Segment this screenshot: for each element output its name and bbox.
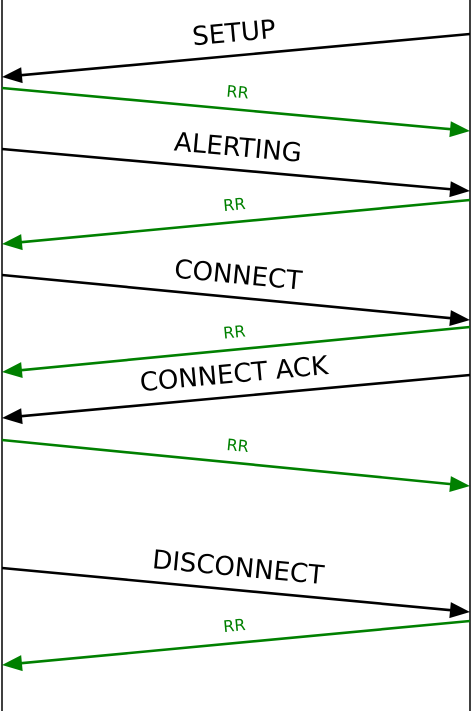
message-rr-3: RR: [2, 322, 471, 379]
message-arrow-line: [19, 32, 471, 77]
message-label: CONNECT: [173, 255, 303, 297]
arrowhead-icon: [2, 408, 23, 425]
message-arrow-line: [1, 147, 453, 191]
arrowhead-icon: [2, 362, 23, 379]
arrowhead-icon: [2, 655, 23, 672]
message-arrow-line: [1, 438, 453, 486]
message-rr-2: RR: [2, 194, 471, 251]
arrowhead-icon: [449, 602, 470, 619]
message-arrow-line: [19, 619, 471, 665]
message-label: RR: [222, 322, 246, 343]
arrowhead-icon: [2, 234, 23, 251]
arrowhead-icon: [449, 181, 470, 198]
arrowhead-icon: [449, 310, 470, 327]
message-label: RR: [222, 615, 246, 636]
message-setup: SETUP: [2, 15, 471, 84]
message-arrow-line: [1, 86, 453, 131]
message-rr-1: RR: [1, 82, 470, 138]
message-arrow-line: [19, 198, 471, 244]
message-disconnect: DISCONNECT: [1, 545, 470, 619]
message-arrow-line: [1, 273, 453, 320]
message-label: RR: [226, 82, 250, 103]
message-connect: CONNECT: [1, 255, 470, 327]
message-rr-4: RR: [1, 435, 470, 493]
message-rr-5: RR: [2, 615, 471, 672]
message-arrow-line: [19, 373, 471, 418]
message-connect-ack: CONNECT ACK: [2, 351, 471, 425]
message-label: RR: [222, 194, 246, 215]
message-arrow-line: [1, 566, 453, 612]
message-label: SETUP: [191, 15, 277, 53]
message-arrow-line: [19, 325, 471, 372]
arrowhead-icon: [2, 67, 23, 84]
message-label: RR: [226, 435, 250, 456]
message-label: ALERTING: [173, 127, 303, 168]
arrowhead-icon: [449, 476, 470, 493]
arrowhead-icon: [449, 121, 470, 138]
message-alerting: ALERTING: [1, 127, 470, 198]
